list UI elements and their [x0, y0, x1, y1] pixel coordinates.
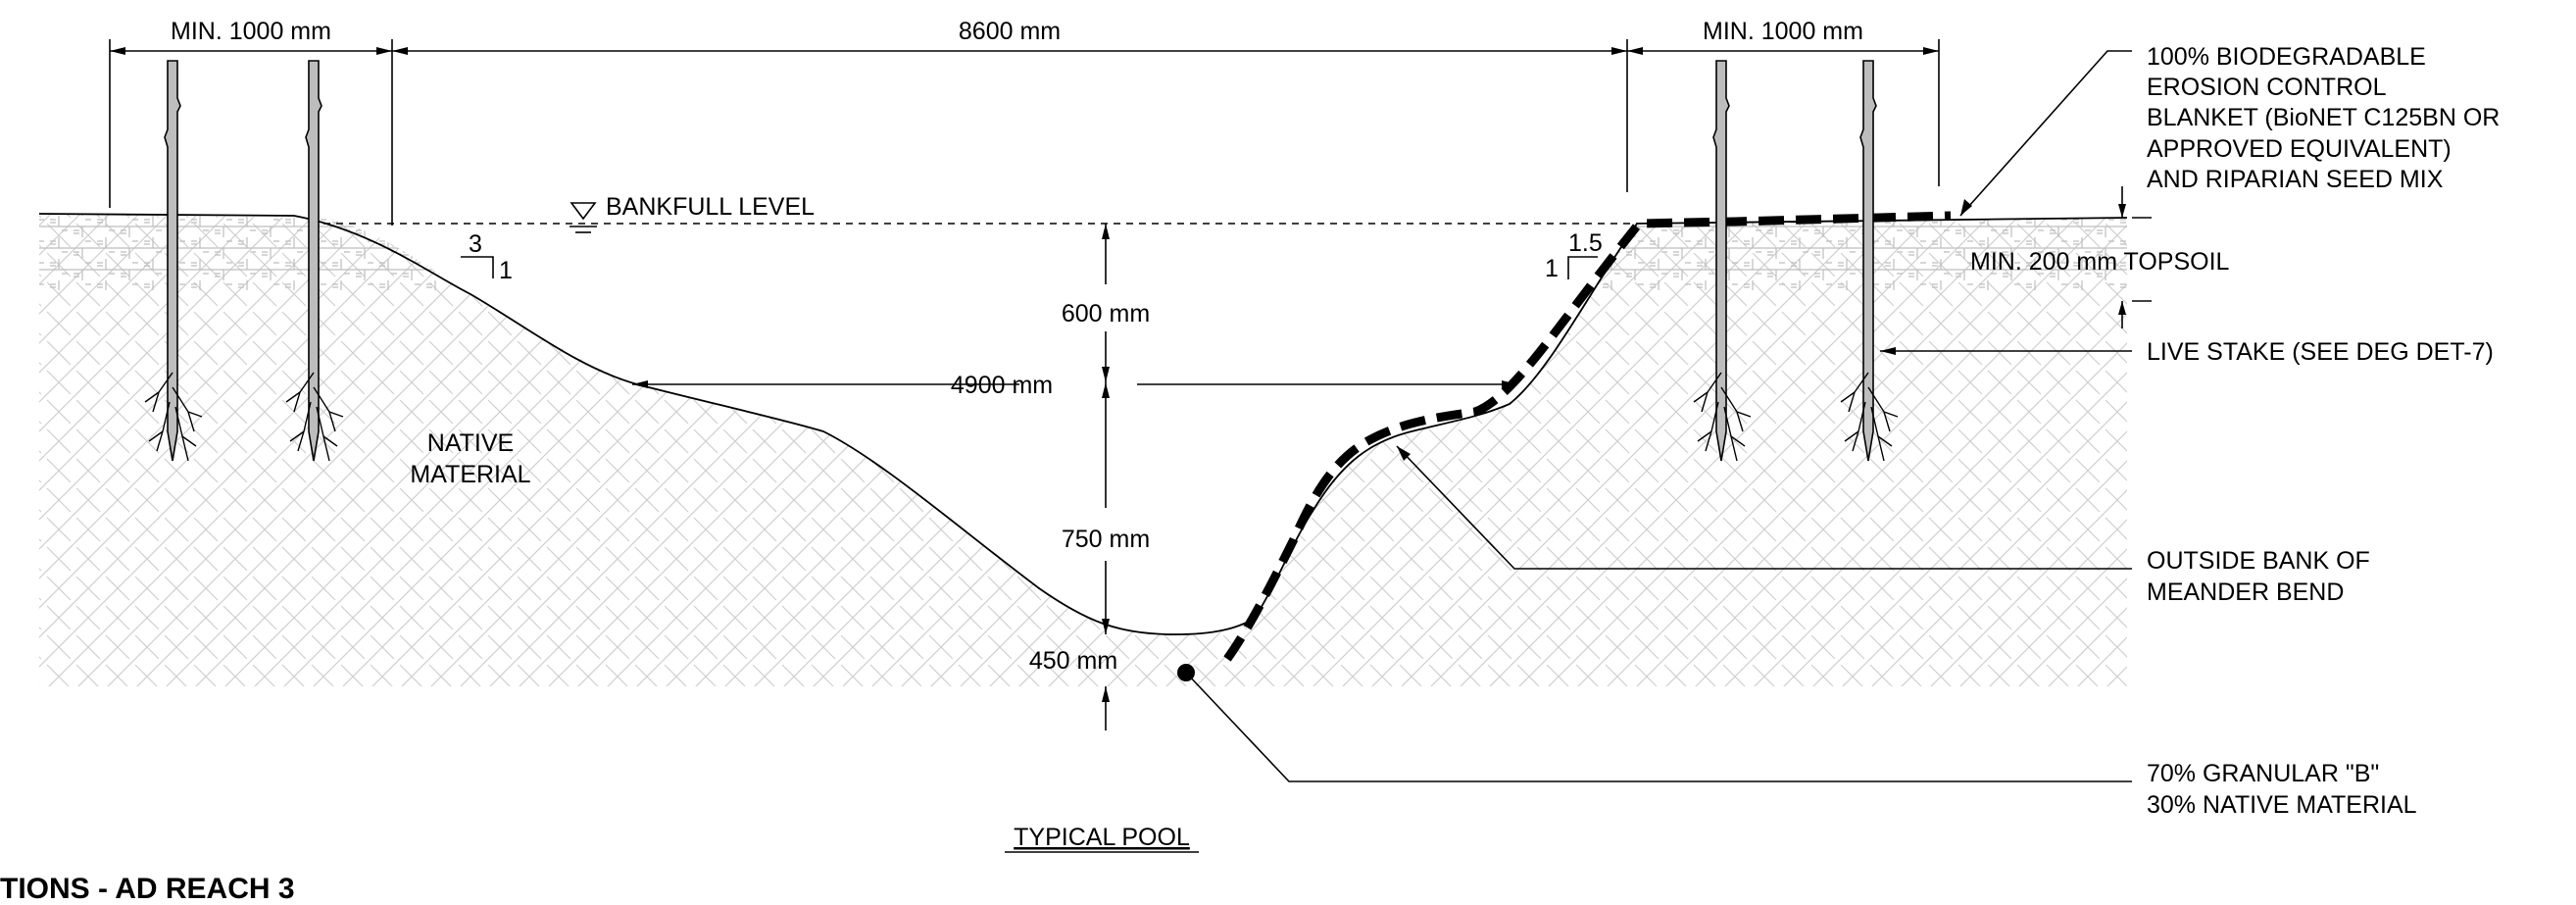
sheet-title: TIONS - AD REACH 3: [0, 873, 295, 905]
blanket-callout-line-4: APPROVED EQUIVALENT): [2147, 135, 2452, 163]
native-material-label-1: NATIVE: [427, 429, 514, 457]
mid-width-label: 4900 mm: [951, 372, 1053, 399]
native-material-label-2: MATERIAL: [410, 461, 530, 488]
blanket-callout-line-3: BLANKET (BioNET C125BN OR: [2147, 104, 2500, 131]
live-stake: [1693, 60, 1752, 462]
granular-callout-line-2: 30% NATIVE MATERIAL: [2147, 791, 2417, 819]
leader-lines: [1185, 50, 2152, 782]
blanket-callout-line-2: EROSION CONTROL: [2147, 74, 2387, 101]
outside-bank-callout-line-2: MEANDER BEND: [2147, 578, 2344, 606]
blanket-callout-line-1: 100% BIODEGRADABLE: [2147, 43, 2426, 71]
depth-upper-label: 600 mm: [1062, 300, 1150, 327]
granular-callout-line-1: 70% GRANULAR "B": [2147, 760, 2379, 787]
left-slope-rise: 1: [499, 257, 513, 284]
water-level-icon: [570, 202, 597, 233]
right-slope-rise: 1: [1545, 255, 1559, 282]
ground-profile: [38, 213, 2128, 635]
live-stake: [285, 60, 344, 462]
depth-lower-label: 750 mm: [1062, 526, 1150, 553]
live-stake: [144, 60, 203, 462]
right-width-label: MIN. 1000 mm: [1703, 18, 1863, 45]
left-slope-indicator: [461, 256, 494, 278]
right-slope-run: 1.5: [1568, 229, 1603, 257]
depth-dimension-lines: [1102, 224, 1110, 730]
left-slope-run: 3: [469, 230, 482, 258]
live-stake-callout: LIVE STAKE (SEE DEG DET-7): [2147, 338, 2494, 366]
span-width-label: 8600 mm: [959, 18, 1061, 45]
erosion-blanket-line: [1223, 211, 1952, 662]
section-title: TYPICAL POOL: [1014, 824, 1190, 851]
topsoil-callout: MIN. 200 mm TOPSOIL: [1970, 248, 2230, 276]
live-stake: [1840, 60, 1899, 462]
top-dimension-lines: [109, 39, 1940, 226]
mid-width-dimension: [632, 380, 1517, 388]
bankfull-level-label: BANKFULL LEVEL: [606, 193, 815, 221]
right-slope-indicator: [1567, 256, 1598, 279]
blanket-callout-line-5: AND RIPARIAN SEED MIX: [2147, 166, 2444, 193]
depth-substrate-label: 450 mm: [1029, 647, 1117, 675]
topsoil-hatch: [39, 214, 2127, 290]
left-width-label: MIN. 1000 mm: [171, 18, 331, 45]
outside-bank-callout-line-1: OUTSIDE BANK OF: [2147, 547, 2370, 575]
